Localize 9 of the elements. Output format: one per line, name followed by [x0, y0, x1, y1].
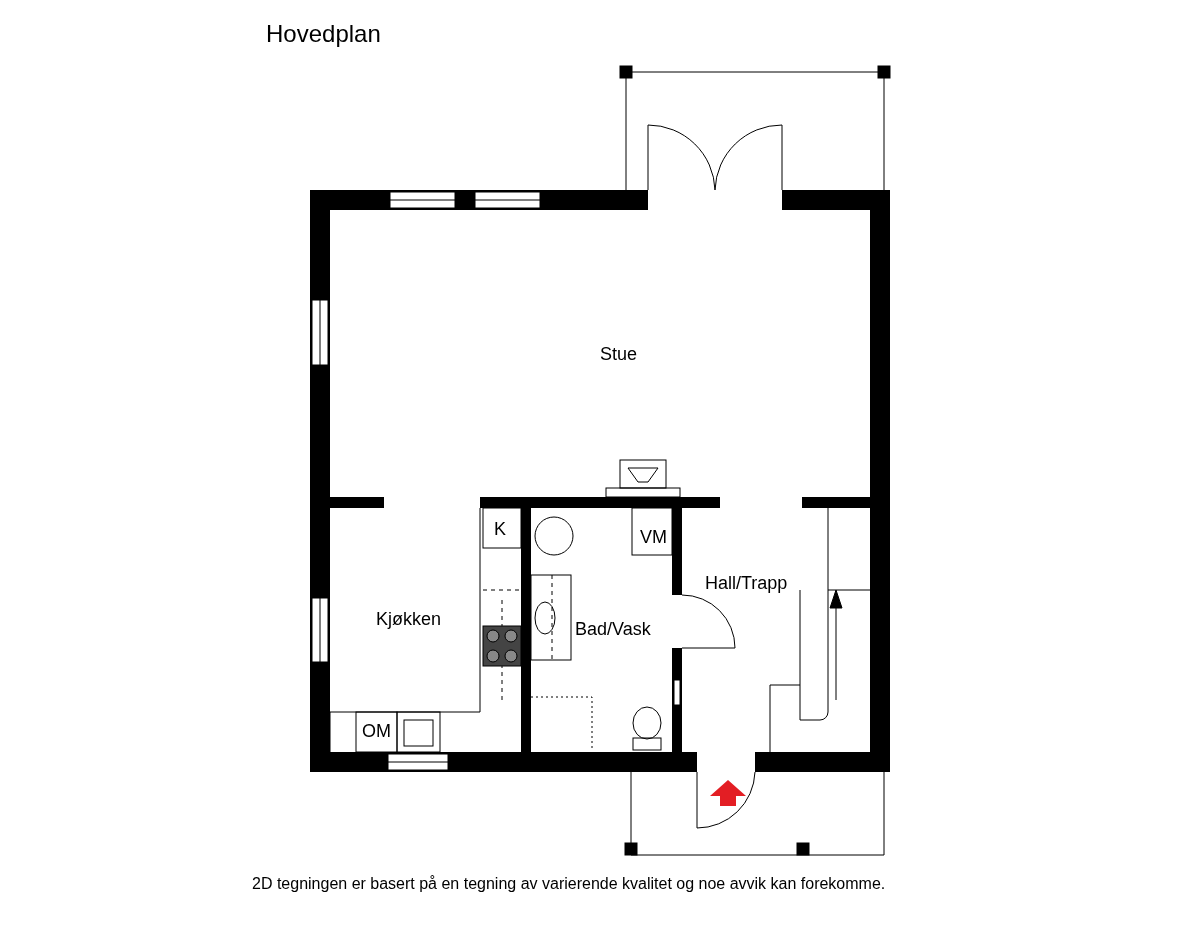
plan-title: Hovedplan: [266, 22, 381, 46]
appliance-label: OM: [362, 722, 391, 740]
room-label: Stue: [600, 345, 638, 363]
disclaimer-note: 2D tegningen er basert på en tegning av varierende kvalitet og noe avvik kan forekomme.: [252, 876, 886, 892]
appliance-label: VM: [640, 528, 667, 546]
appliance-label: K: [494, 520, 506, 538]
room-label: Hall/Trapp: [705, 574, 788, 592]
room-label: Kjøkken: [376, 610, 442, 628]
room-label: Bad/Vask: [575, 620, 651, 638]
